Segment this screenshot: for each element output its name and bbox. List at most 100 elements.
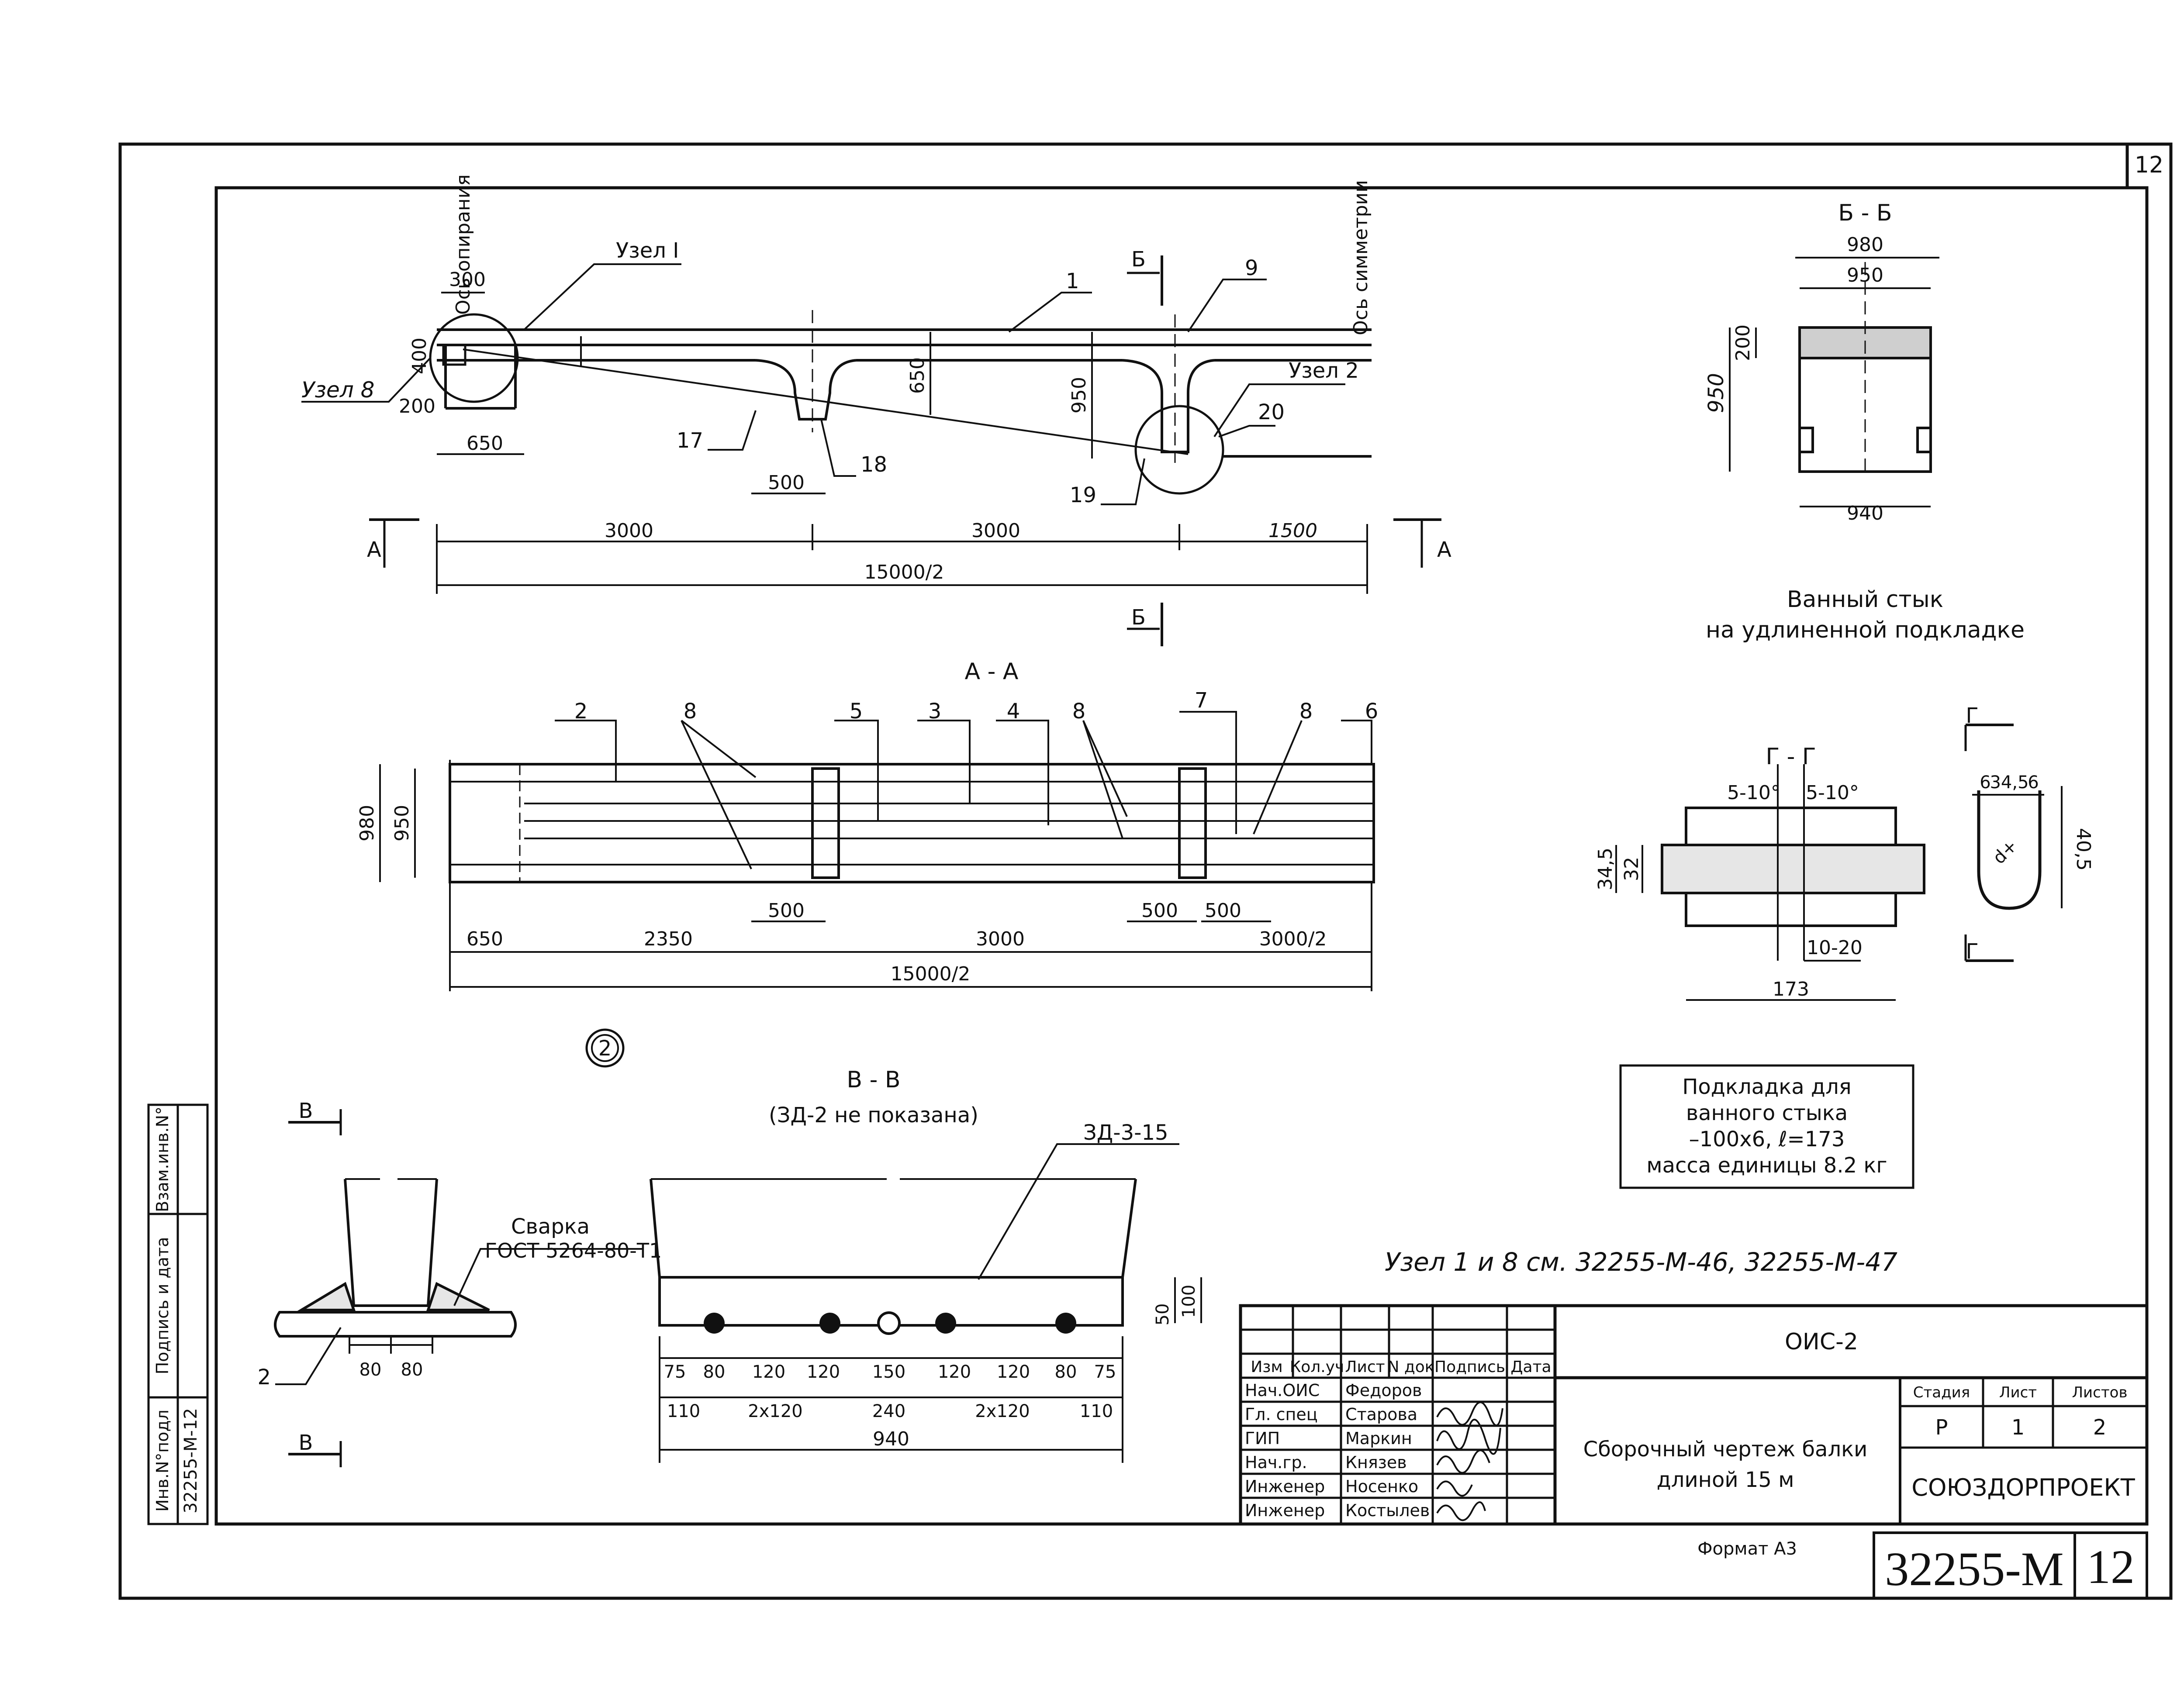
tb-role: ГИП [1245,1429,1280,1448]
aa-dim-650: 650 [467,928,503,950]
gg-dim-32: 32 [1621,857,1643,881]
bb-dim-950-vertical: 950 [1704,373,1728,413]
vzam-inv-label: Взам.инв.N° [153,1107,172,1212]
position-1: 1 [1066,269,1079,293]
bb-dim-980: 980 [1847,234,1883,256]
aa-dim-980: 980 [356,805,378,841]
aa-pos7: 7 [1195,688,1208,713]
svarka-label: Сварка [511,1214,590,1239]
aa-dim-total: 15000/2 [891,963,971,985]
circle-mark: 2 [585,1028,625,1068]
section-b-top: Б [1131,247,1146,272]
aa-pos3: 3 [928,699,942,724]
dim-650: 650 [467,432,503,455]
tb-name: Старова [1345,1405,1417,1424]
aa-dim-500c: 500 [1205,900,1241,922]
vv-row1-dim: 120 [752,1362,785,1382]
vv-row2-dim: 110 [1080,1401,1113,1421]
dim-1500: 1500 [1268,520,1317,542]
aa-pos6: 6 [1365,699,1379,724]
gg-dim-173: 173 [1773,978,1809,1000]
aa-pos8c: 8 [1299,699,1313,724]
tb-name: Федоров [1345,1381,1422,1400]
tb-name: Маркин [1345,1429,1412,1448]
sheet-label: Лист [1999,1384,2037,1401]
section-bb: Б - Б 980 950 200 950 940 [1704,200,1939,524]
vv-row1-dim: 150 [872,1362,905,1382]
position-18: 18 [860,452,887,477]
gg-dim-6b: 6 [2028,772,2039,793]
tb-role: Гл. спец [1245,1405,1318,1424]
drawing-title-2: длиной 15 м [1657,1468,1794,1492]
section-gg-title: Г - Г [1766,744,1816,770]
section-vv-subtitle: (ЗД-2 не показана) [769,1103,978,1128]
section-bb-title: Б - Б [1838,200,1892,226]
bath-joint-line1: Ванный стык [1787,586,1943,613]
aa-dim-950: 950 [391,805,413,841]
section-vv: В - В (ЗД-2 не показана) ЗД-3-15 50 100 … [650,1067,1202,1463]
tb-header-list: Лист [1345,1358,1385,1376]
podkladka-line4: масса единицы 8.2 кг [1646,1153,1887,1178]
title-block: Изм Кол.уч Лист N док Подпись Дата Нач.О… [1239,1304,2149,1600]
vv-row1-dim: 120 [997,1362,1030,1382]
section-v-top: В [299,1099,313,1123]
stage-value: Р [1935,1415,1948,1440]
tb-header-kolich: Кол.уч [1290,1358,1344,1376]
aa-pos5: 5 [850,699,863,724]
weld-pos2: 2 [257,1365,271,1390]
weld-dim-80b: 80 [401,1360,423,1380]
organization: СОЮЗДОРПРОЕКТ [1911,1474,2136,1501]
dim-3000-b: 3000 [971,520,1020,542]
weld-detail: В В Сварка ГОСТ 5264-80-Т1 2 80 80 [257,1099,662,1467]
section-gg: Г - Г 5-10° 5-10° 34,5 32 10-20 173 Г Г … [1594,703,2094,1001]
section-b-bottom: Б [1131,605,1146,630]
side-stamp: Инв.N°подл 32255-М-12 Подпись и дата Вза… [147,1103,209,1525]
bb-dim-950: 950 [1847,264,1883,286]
section-vv-title: В - В [847,1067,900,1093]
signature-scribbles [1436,1401,1503,1521]
tb-role: Нач.ОИС [1245,1381,1320,1400]
podkladka-line2: ванного стыка [1686,1101,1848,1125]
sheet-corner-number: 12 [2135,152,2163,178]
vv-row2-dim: 2x120 [748,1401,802,1421]
aa-pos4: 4 [1007,699,1020,724]
stage-label: Стадия [1913,1384,1970,1401]
gg-angle-right: 5-10° [1806,782,1859,804]
os-opiraniya-label: Ось опирания [452,174,474,315]
vv-row1-dim: 75 [1094,1362,1116,1382]
section-a-right: А [1437,538,1451,562]
tb-role: Инженер [1245,1477,1325,1496]
zd-3-15-label: ЗД-3-15 [1083,1121,1168,1145]
bb-dim-200: 200 [1732,324,1754,361]
podkladka-note: Подкладка для ванного стыка –100х6, ℓ=17… [1619,1064,1914,1189]
vv-row1-dim: 120 [807,1362,840,1382]
vv-dimension-row2: 110 2x120 240 2x120 110 [667,1401,1113,1421]
section-a-left: А [367,538,381,562]
drawing-code-sheet: 12 [2087,1540,2135,1593]
vv-dim-940: 940 [873,1428,909,1450]
gg-diameter: d+ [1989,836,2022,868]
vv-row2-dim: 240 [872,1401,905,1421]
tb-header-podpis: Подпись [1434,1358,1505,1376]
aa-pos8b: 8 [1072,699,1086,724]
podpis-data-label: Подпись и дата [153,1237,172,1375]
title-block-people: Нач.ОИС Федоров Гл. спец Старова ГИП Мар… [1245,1381,1430,1520]
title-block-headers: Изм Кол.уч Лист N док Подпись Дата [1251,1358,1551,1376]
dim-500: 500 [768,472,805,494]
aa-dim-2350: 2350 [644,928,693,950]
vv-rebar-circles [704,1311,1076,1335]
gg-dim-10-20: 10-20 [1807,937,1863,959]
inv-podl-label: Инв.N°подл [153,1410,172,1512]
podkladka-line1: Подкладка для [1682,1075,1851,1099]
tb-header-ndok: N док [1387,1358,1434,1376]
tb-role: Инженер [1245,1501,1325,1520]
uzel2-label: Узел 2 [1289,359,1359,383]
uzel-reference-note: Узел 1 и 8 см. 32255-М-46, 32255-М-47 [1385,1247,1897,1277]
uzel1-label: Узел I [616,238,679,263]
inv-podl-value: 32255-М-12 [181,1408,201,1514]
tb-name: Князев [1345,1453,1407,1472]
vv-row2-dim: 110 [667,1401,700,1421]
tb-role: Нач.гр. [1245,1453,1307,1472]
